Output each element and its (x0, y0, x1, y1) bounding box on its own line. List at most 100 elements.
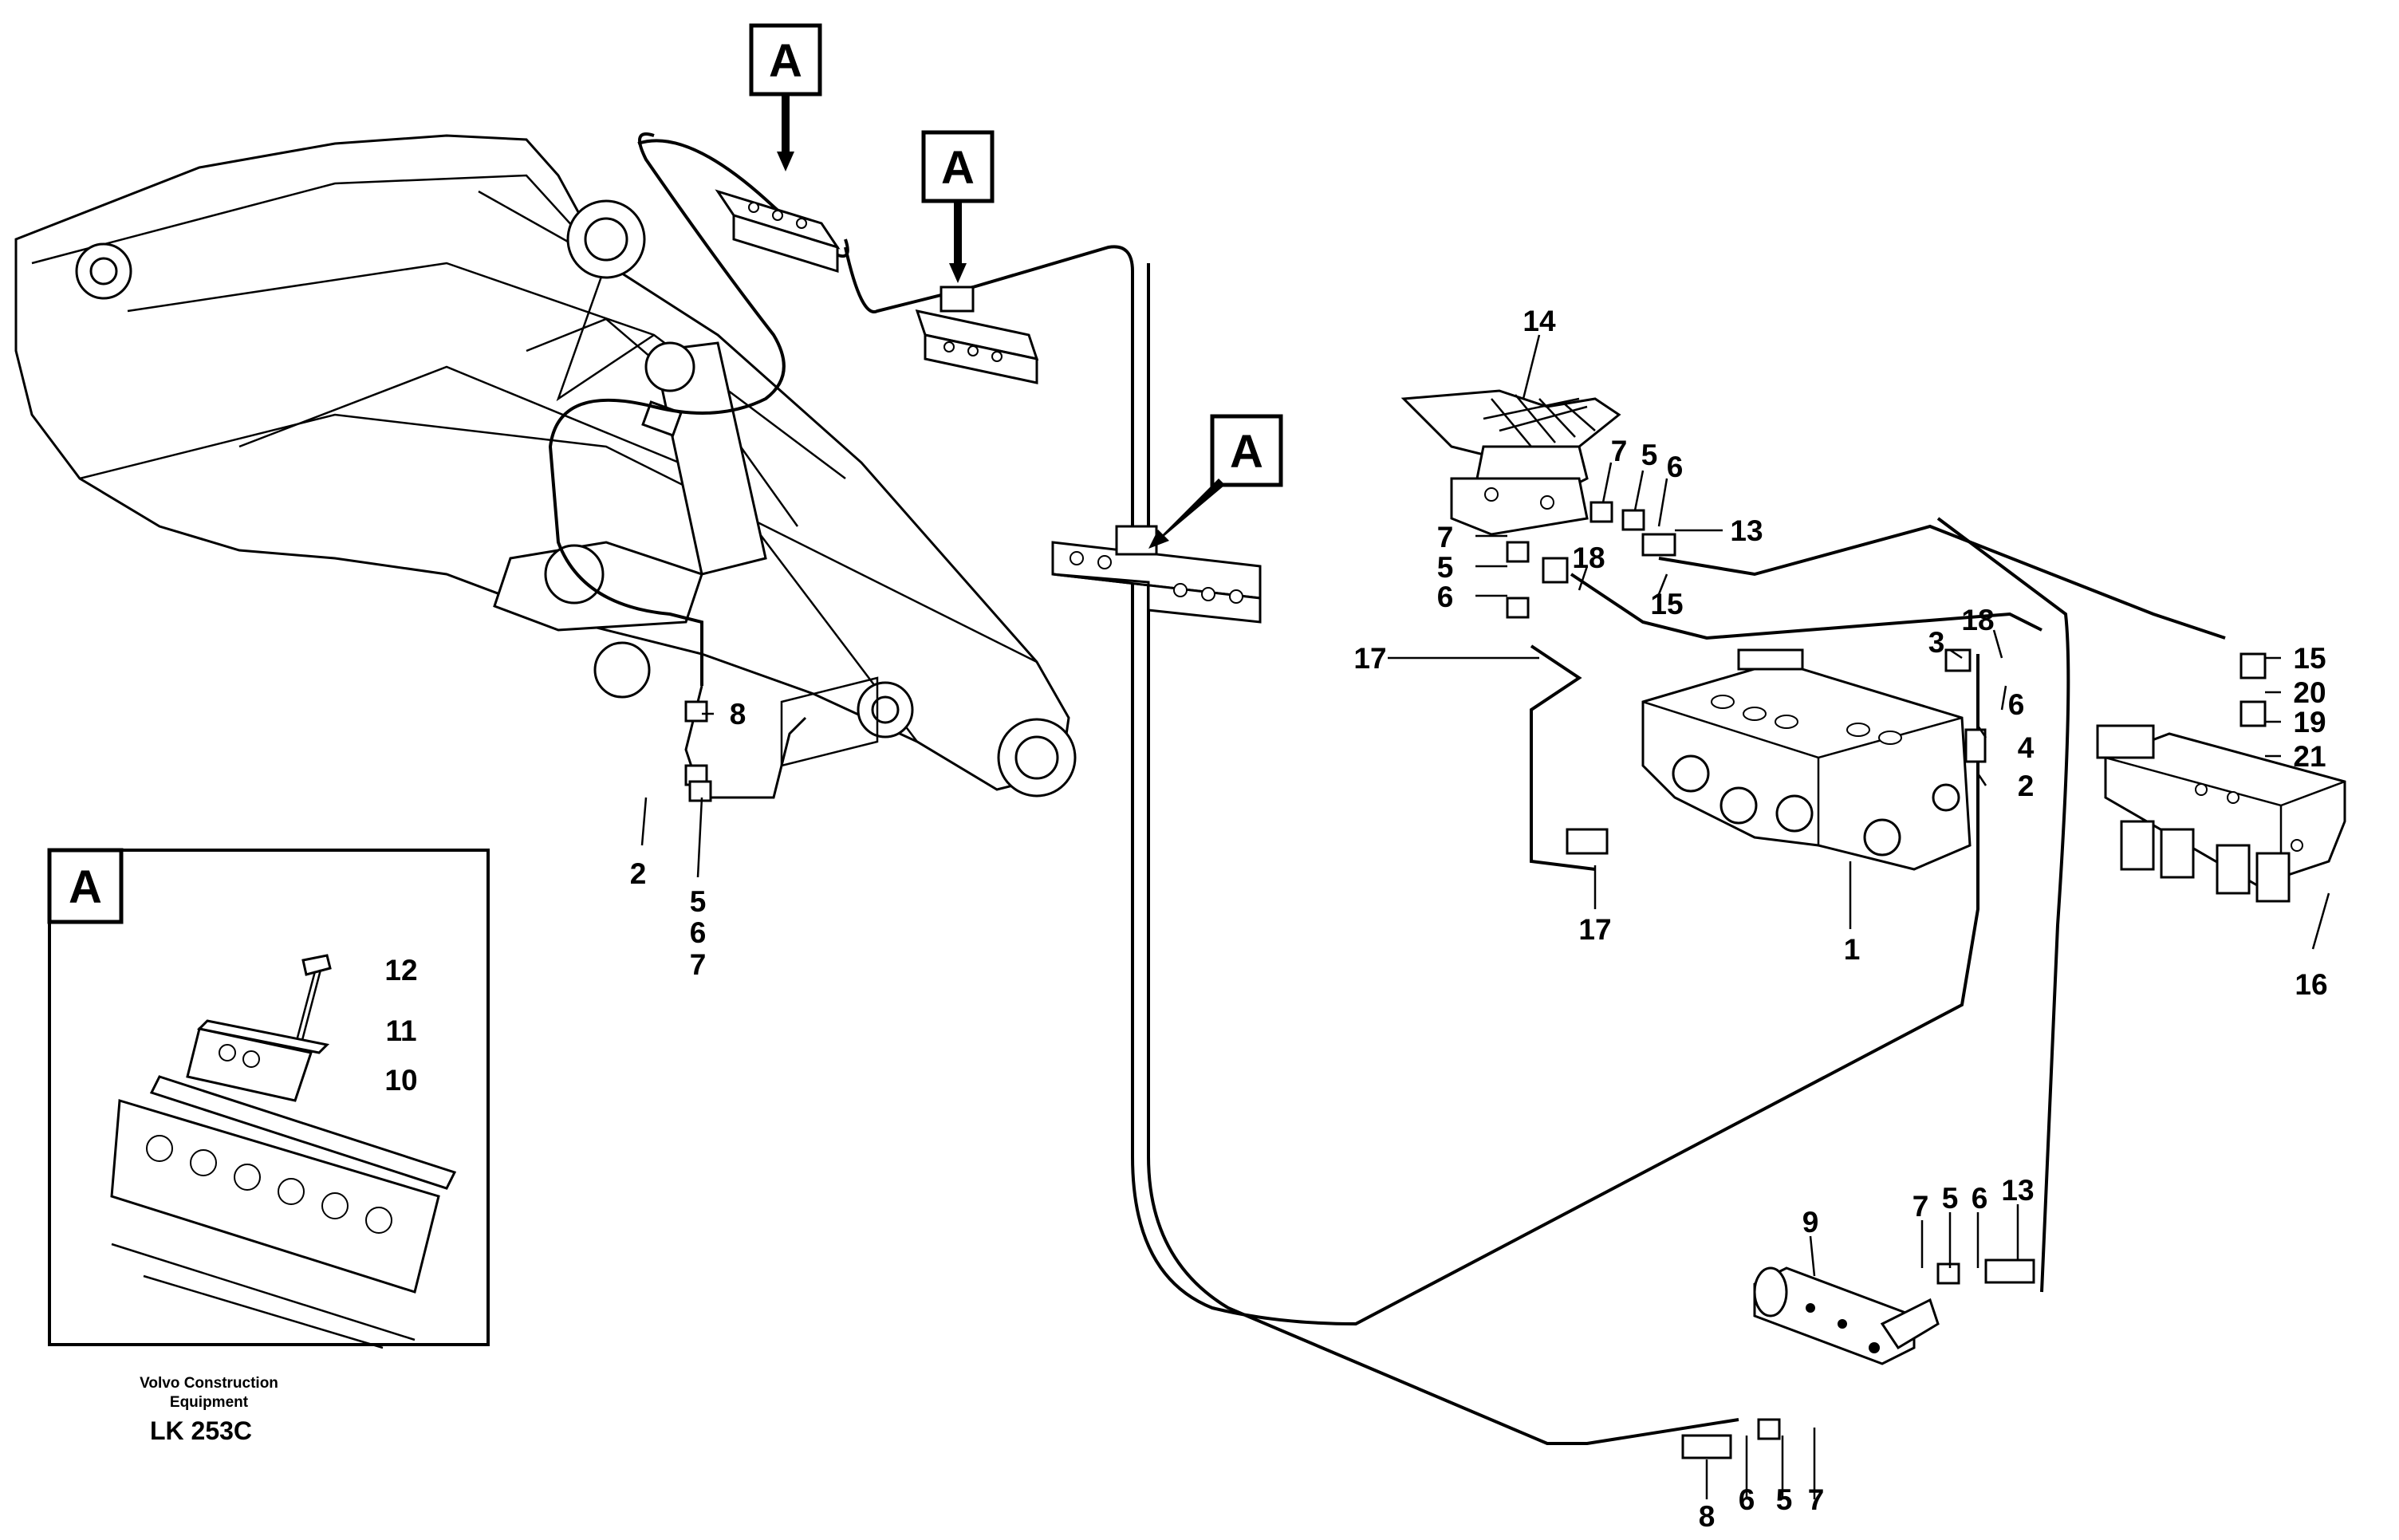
callout-7-bottom: 7 (1808, 1483, 1825, 1516)
clamp-lower-hole-3 (1173, 583, 1188, 597)
solenoid-coil-4 (2255, 852, 2291, 903)
cylinder-head (644, 341, 695, 392)
view-marker-box (921, 130, 995, 203)
distribution-block-tab (1880, 1298, 1940, 1350)
caption: Volvo Construction Equipment LK 253C (140, 1375, 278, 1445)
boom-pivot-mid-hole (871, 695, 900, 724)
cylinder-base-pivot (593, 641, 651, 699)
boom-bracket-plate (780, 676, 879, 767)
valve-edges (1642, 700, 1963, 845)
fitting-13-top (1641, 533, 1676, 557)
valve-port-2 (1743, 707, 1767, 721)
cylinder-rod (652, 341, 767, 576)
line-13-bottom (1936, 517, 2070, 1293)
foot-pedal (1400, 389, 1621, 536)
clamp-mid-hole-2 (967, 345, 979, 356)
caption-line-2: Equipment (170, 1394, 249, 1411)
fitting-5-bottom-upper (1936, 1262, 1960, 1285)
inset-rail-top (149, 1075, 457, 1190)
main-pilot-line (844, 245, 1979, 1326)
callout-2-boom: 2 (630, 857, 647, 890)
distribution-hole-1 (1806, 1303, 1815, 1313)
pedal-base (1450, 477, 1589, 536)
inset-clamp-hole-2 (242, 1050, 260, 1068)
callout-7-left: 7 (1437, 521, 1454, 553)
callout-7-top: 7 (1611, 435, 1628, 467)
callout-15-mid: 15 (1650, 588, 1683, 620)
boom-fitting-line (684, 685, 807, 799)
view-marker-box (749, 23, 822, 96)
valve-port-3 (1775, 715, 1798, 729)
boom-top-edge (31, 174, 607, 265)
view-marker-2: A (921, 130, 995, 283)
fitting-3 (1944, 648, 1972, 672)
distribution-hole-2 (1838, 1319, 1847, 1329)
cylinder-end (544, 544, 605, 605)
callout-18-mid: 18 (1572, 542, 1605, 574)
view-marker-arrow (949, 201, 967, 283)
fitting-13-bottom (1984, 1258, 2035, 1284)
fitting-6-left (1506, 597, 1530, 619)
callout-5-boom: 5 (690, 885, 707, 918)
valve-top-fitting (1737, 648, 1804, 671)
solenoid-port-1 (2195, 783, 2208, 796)
fitting-5-boom (688, 780, 712, 802)
callout-numbers: 14 7 5 6 13 7 5 6 18 15 17 3 18 6 4 2 15… (384, 305, 2327, 1533)
fitting-18 (1542, 557, 1569, 584)
view-marker-arrow (1148, 479, 1225, 549)
inset-rail-hole-4 (278, 1178, 305, 1205)
inset-rail-hole-3 (234, 1164, 261, 1191)
inset-rail-base-lines (111, 1243, 416, 1349)
callout-6-boom: 6 (690, 916, 707, 949)
boom-assembly (14, 134, 1077, 798)
callout-19: 19 (2293, 706, 2326, 738)
clamp-lower-front (1052, 573, 1262, 624)
callout-8-bottom: 8 (1699, 1500, 1716, 1533)
inset-rail-block (110, 1099, 440, 1294)
inset-label-box (47, 848, 124, 924)
callout-15-right: 15 (2293, 642, 2326, 675)
clamp-block-lower (1051, 525, 1262, 624)
callout-14: 14 (1523, 305, 1556, 337)
callout-10: 10 (384, 1064, 417, 1097)
valve-port-4 (1846, 723, 1870, 737)
valve-spool-1 (1672, 754, 1710, 793)
fittings (684, 501, 2267, 1459)
view-marker-text: A (1230, 426, 1263, 478)
callout-6-left: 6 (1437, 581, 1454, 613)
valve-spool-3 (1775, 794, 1814, 833)
valve-port-5 (1878, 731, 1902, 745)
fitting-5-bottom (1757, 1418, 1781, 1440)
distribution-block-end (1753, 1266, 1788, 1317)
view-marker-1: A (749, 23, 822, 171)
view-marker-text: A (769, 35, 802, 87)
boom-pivot-rear-hole (89, 257, 118, 286)
callout-13-top: 13 (1730, 514, 1763, 547)
inset-cover-plate (196, 1019, 330, 1054)
callout-9: 9 (1802, 1206, 1819, 1239)
line-13-to-16 (1658, 524, 2226, 640)
clamp-mid-cap (940, 286, 975, 313)
view-markers: A A A (749, 23, 1283, 549)
caption-line-1: Volvo Construction (140, 1375, 278, 1392)
inset-frame (48, 849, 490, 1346)
detail-inset: A (47, 848, 490, 1349)
fitting-15-right (2239, 652, 2267, 679)
callout-6-bottom-upper: 6 (1972, 1182, 1988, 1215)
callout-1: 1 (1844, 933, 1861, 966)
boom-lower-edge (79, 413, 1038, 664)
valve-spool-4 (1863, 818, 1901, 857)
solenoid-connector (2096, 724, 2155, 759)
solenoid-block (2096, 724, 2346, 903)
clamp-lower-hole-5 (1229, 589, 1243, 604)
inset-rail-hole-5 (321, 1192, 349, 1219)
callout-16: 16 (2295, 968, 2327, 1001)
callout-6-bottom: 6 (1739, 1483, 1755, 1516)
clamp-upper-hole-1 (748, 202, 759, 213)
valve-port-1 (1711, 695, 1735, 709)
pilot-line-upper (548, 132, 786, 686)
inset-rail-hole-1 (146, 1135, 173, 1162)
clamp-lower-hole-1 (1070, 551, 1084, 565)
inset-bolt-head (301, 954, 332, 976)
